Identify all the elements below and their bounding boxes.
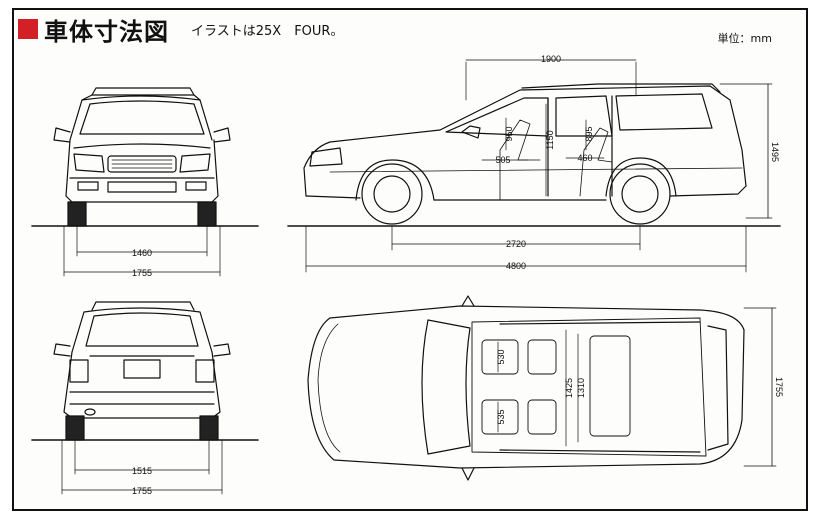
rear-seat-depth-label: 460 <box>577 153 592 163</box>
rear-seat-height-label: 895 <box>584 126 594 141</box>
rear-dimensions: 1515 1755 <box>61 466 223 496</box>
rear-view <box>31 301 259 495</box>
cabin-length-label: 1900 <box>541 54 561 64</box>
front-seat-width-label: 530 <box>496 349 506 364</box>
wheelbase-label: 2720 <box>506 239 526 249</box>
front-seat-height-label: 950 <box>504 126 514 141</box>
front-seat-depth-label: 505 <box>495 155 510 165</box>
interior-width-rear-label: 1310 <box>576 378 586 398</box>
illustration-note: イラストは25X FOUR。 <box>191 23 344 39</box>
front-view <box>31 87 259 277</box>
overall-height-label: 1495 <box>770 142 780 162</box>
top-view <box>307 295 777 481</box>
page-title: 車体寸法図 <box>44 17 169 46</box>
interior-width-front-label: 1425 <box>564 378 574 398</box>
side-dimensions: 1900 1495 1150 950 895 505 460 2720 4800 <box>305 54 780 271</box>
interior-height-label: 1150 <box>545 130 555 149</box>
header: 車体寸法図 イラストは25X FOUR。 <box>18 14 344 46</box>
overall-length-label: 4800 <box>506 261 526 271</box>
rear-seat-width-label: 535 <box>496 409 506 424</box>
side-view <box>287 61 781 273</box>
front-tread-label: 1460 <box>132 248 152 258</box>
rear-width-label: 1755 <box>132 486 152 496</box>
top-width-label: 1755 <box>774 377 784 397</box>
top-dimensions: 1755 1425 1310 530 535 <box>496 307 784 467</box>
front-dimensions: 1460 1755 <box>63 248 221 278</box>
rear-tread-label: 1515 <box>132 466 152 476</box>
title-marker <box>18 19 38 39</box>
front-width-label: 1755 <box>132 268 152 278</box>
unit-label: 単位：mm <box>717 32 772 45</box>
diagram-frame <box>12 8 808 511</box>
